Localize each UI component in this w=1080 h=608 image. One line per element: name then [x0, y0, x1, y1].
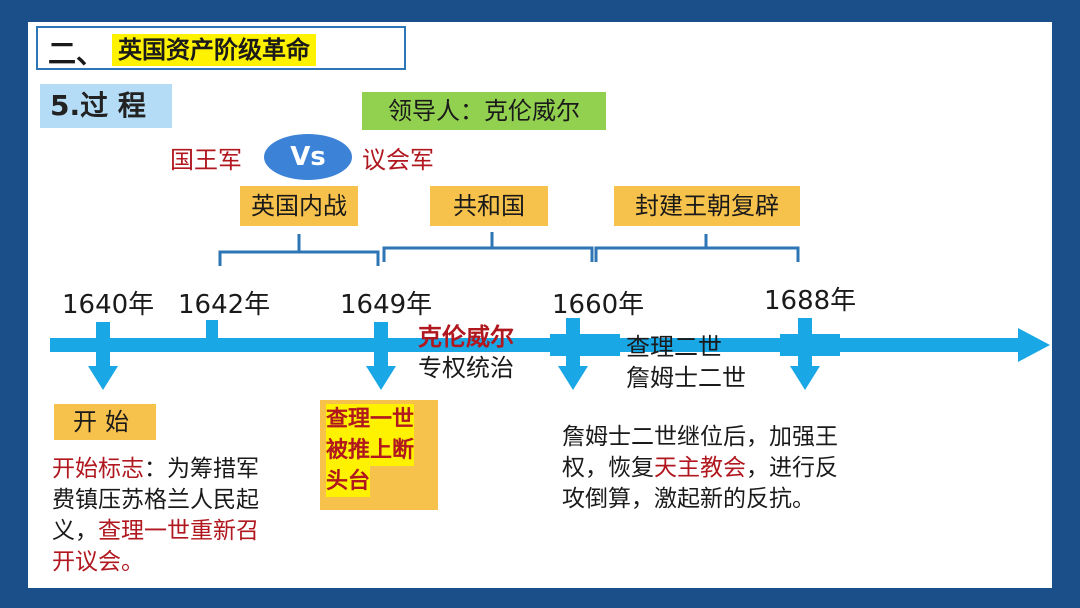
cross-1688-horizontal — [780, 334, 840, 356]
execution-line-2: 被推上断 — [326, 435, 415, 466]
down-arrow-1688-head — [790, 366, 820, 390]
year-1660: 1660年 — [552, 290, 645, 320]
james-text-before: 詹姆士二世继位后，加强王权，恢复 — [562, 424, 838, 481]
page-title: 英国资产阶级革命 — [112, 34, 316, 66]
bracket-republic — [382, 232, 594, 262]
king-charles-ii: 查理二世 — [626, 333, 722, 361]
james-highlight: 天主教会 — [654, 455, 746, 481]
execution-line-1: 查理一世 — [326, 404, 415, 435]
james-text-after: ，进行反攻倒算，激起新的反抗。 — [562, 455, 838, 512]
execution-line-3: 头台 — [326, 466, 371, 497]
down-arrow-1649 — [374, 322, 388, 370]
parliament-army-label: 议会军 — [362, 146, 434, 174]
start-sign-prefix: 开始标志 — [52, 456, 144, 482]
start-description: 开始标志：为筹措军费镇压苏格兰人民起义，查理一世重新召开议会。 — [52, 454, 272, 578]
title-box: 二、 英国资产阶级革命 — [36, 26, 406, 70]
tick-1642 — [206, 320, 218, 342]
year-1649: 1649年 — [340, 290, 433, 320]
execution-box: 查理一世 被推上断 头台 — [320, 400, 438, 510]
timeline-arrowhead — [1018, 328, 1050, 362]
down-arrow-1649-head — [366, 366, 396, 390]
start-sign-text: ：为筹措军费镇压苏格兰人民起义， — [52, 456, 259, 544]
james-description: 詹姆士二世继位后，加强王权，恢复天主教会，进行反攻倒算，激起新的反抗。 — [562, 422, 838, 515]
year-1642: 1642年 — [178, 290, 271, 320]
royalist-army-label: 国王军 — [170, 146, 242, 174]
slide: 二、 英国资产阶级革命 5.过 程 领导人：克伦威尔 国王军 Vs 议会军 英国… — [28, 22, 1052, 588]
year-1640: 1640年 — [62, 290, 155, 320]
timeline-graphics — [50, 232, 1050, 390]
title-prefix: 二、 — [48, 37, 105, 70]
start-label: 开始 — [54, 404, 156, 440]
start-sign-end: 重新召开议会。 — [52, 518, 259, 575]
start-sign-highlight: 查理一世 — [98, 518, 190, 544]
down-arrow-1640-head — [88, 366, 118, 390]
year-1688: 1688年 — [764, 286, 857, 316]
bracket-civil-war — [218, 234, 380, 266]
cromwell-rule: 专权统治 — [418, 354, 514, 382]
period-republic: 共和国 — [430, 186, 548, 226]
bracket-restoration — [594, 234, 800, 262]
cross-1660-horizontal — [550, 334, 620, 356]
king-james-ii: 詹姆士二世 — [626, 364, 746, 392]
vs-badge: Vs — [264, 134, 352, 180]
period-restoration: 封建王朝复辟 — [614, 186, 800, 226]
timeline-bar — [50, 338, 1020, 352]
cromwell-block: 克伦威尔 专权统治 — [418, 322, 514, 384]
step-label: 5.过 程 — [40, 84, 172, 128]
leader-label: 领导人：克伦威尔 — [362, 92, 606, 130]
period-civil-war: 英国内战 — [240, 186, 358, 226]
down-arrow-1640 — [96, 322, 110, 370]
cromwell-name: 克伦威尔 — [418, 323, 514, 351]
down-arrow-1660-head — [558, 366, 588, 390]
restoration-kings: 查理二世 詹姆士二世 — [626, 332, 746, 394]
